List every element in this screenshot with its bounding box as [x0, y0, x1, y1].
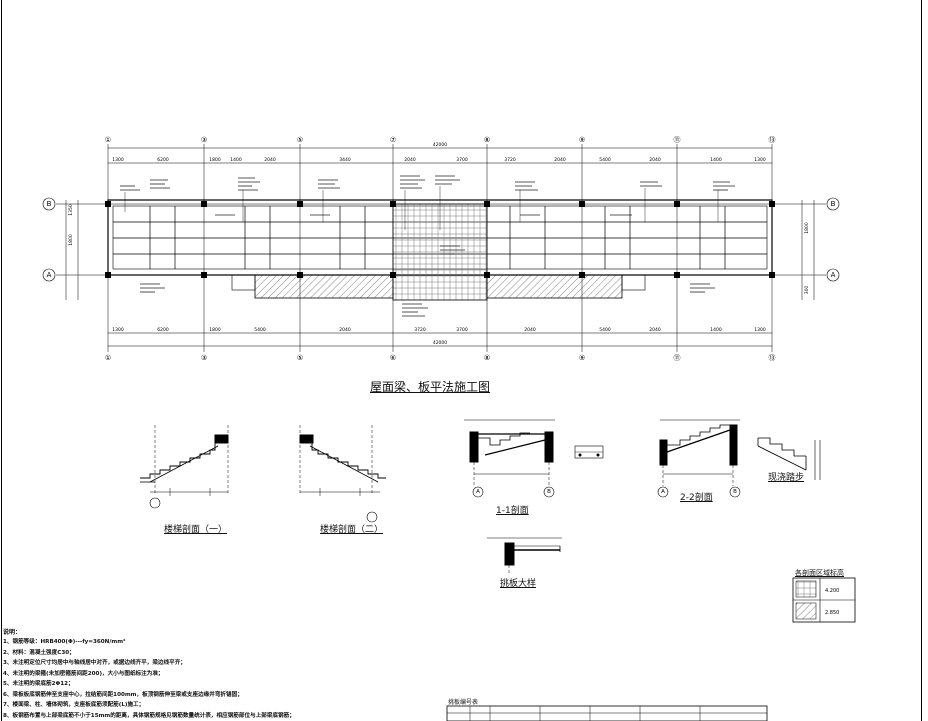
dim-top-5: 3440	[339, 157, 351, 163]
axis-bubble-a-left: A	[47, 271, 52, 279]
dim-top-13: 1300	[754, 157, 766, 163]
notes-header: 说明：	[3, 629, 22, 636]
dim-bottom-7: 2040	[524, 327, 536, 333]
dim-bottom-1: 6200	[157, 327, 169, 333]
dim-top-2: 1800	[209, 157, 221, 163]
dim-bottom-2: 1800	[209, 327, 221, 333]
legend-title: 各剖面区域标高	[795, 569, 844, 577]
dim-bottom-3: 5400	[254, 327, 266, 333]
stair-2-caption: 楼梯剖面（二）	[320, 525, 384, 535]
overhang-detail	[487, 537, 562, 575]
slab-schedule-table	[446, 705, 768, 721]
note-line-6: 6、梁板板底钢筋伸至支座中心，拉结筋间距100mm，板顶钢筋伸至梁或支座边缘并弯…	[3, 691, 243, 698]
cast-step-caption: 现浇踏步	[768, 473, 805, 483]
cast-step-detail	[757, 437, 821, 480]
axis-bubble-a-right: A	[831, 271, 836, 279]
floor-plan: 1300 6200 1800 1400 2040 3440 2040 3700 …	[42, 136, 840, 362]
axis-bubble-b-right: B	[831, 200, 836, 208]
grid-bubble-top-3: ③	[201, 136, 207, 144]
section-1-1	[464, 419, 604, 498]
dim-bottom-9: 2040	[649, 327, 661, 333]
legend-value-1: 4.200	[825, 588, 839, 594]
note-line-7: 7、楼面梁、柱、墙体砌筑，支座板底筋须配筋(L)施工；	[3, 702, 145, 708]
section-2-caption: 2-2剖面	[680, 493, 713, 503]
grid-bubble-bottom-6: ⑥	[390, 354, 396, 362]
section-1-axis-a: A	[476, 489, 480, 495]
dim-top-11: 2040	[649, 157, 661, 163]
dim-top-10: 5400	[599, 157, 611, 163]
section-2-axis-a: A	[661, 489, 665, 495]
grid-bubble-top-5: ⑤	[297, 136, 303, 144]
dim-bottom-11: 1300	[754, 327, 766, 333]
section-2-axis-b: B	[733, 489, 737, 495]
side-dim-2: 1800	[804, 222, 810, 234]
grid-bubble-bottom-9: ⑨	[579, 354, 585, 362]
stair-section-2	[299, 425, 386, 523]
dim-top-12: 1400	[710, 157, 722, 163]
side-dim-0: 1350	[68, 204, 74, 216]
axis-bubble-b-left: B	[47, 200, 52, 208]
note-line-8: 8、板钢筋布置与上部梁底筋不小于15mm的距离，具体钢筋规格见钢筋数量统计表，相…	[3, 712, 295, 719]
dim-bottom-10: 1400	[710, 327, 722, 333]
dim-top-8: 3720	[504, 157, 516, 163]
grid-bubble-bottom-11: ⑪	[674, 354, 681, 362]
grid-bubble-bottom-13: ⑬	[769, 354, 776, 362]
note-line-5: 5、未注明的梁底筋2Φ12；	[3, 681, 74, 687]
dim-total-bottom: 42000	[433, 340, 447, 346]
dim-bottom-4: 2040	[339, 327, 351, 333]
legend-value-2: 2.850	[825, 610, 839, 616]
grid-bubble-top-7: ⑦	[390, 136, 396, 144]
note-line-2: 2、材料：混凝土强度C30；	[3, 649, 75, 656]
dim-top-6: 2040	[404, 157, 416, 163]
side-dim-3: 300	[804, 286, 810, 295]
main-plan-title: 屋面梁、板平法施工图	[370, 380, 491, 394]
dim-top-0: 1300	[112, 157, 124, 163]
side-dim-1: 1800	[68, 234, 74, 246]
dim-top-9: 2040	[554, 157, 566, 163]
dim-bottom-5: 3720	[414, 327, 426, 333]
grid-bubble-bottom-5: ⑤	[297, 354, 303, 362]
dim-bottom-6: 3700	[456, 327, 468, 333]
section-1-axis-b: B	[547, 489, 551, 495]
dim-top-3: 1400	[230, 157, 242, 163]
grid-bubble-top-1: ①	[105, 136, 111, 144]
dim-top-7: 3700	[456, 157, 468, 163]
section-1-caption: 1-1剖面	[496, 506, 529, 516]
stair-1-caption: 楼梯剖面（一）	[164, 525, 228, 535]
overhang-caption: 挑板大样	[500, 579, 537, 589]
dim-bottom-0: 1300	[112, 327, 124, 333]
dim-top-4: 2040	[264, 157, 276, 163]
note-line-1: 1、钢筋等级：HRB400(Φ)---fy=360N/mm²	[3, 639, 126, 645]
dim-top-1: 6200	[157, 157, 169, 163]
general-notes: 说明： 1、钢筋等级：HRB400(Φ)---fy=360N/mm² 2、材料：…	[3, 628, 443, 721]
stair-section-1	[140, 425, 229, 509]
grid-bubble-bottom-1: ①	[105, 354, 111, 362]
grid-bubble-bottom-3: ③	[201, 354, 207, 362]
grid-bubble-top-11: ⑪	[674, 136, 681, 144]
table-title: 挑板编号表	[448, 699, 479, 706]
note-line-4: 4、未注明的梁箍(未加密箍筋间距200)，大小与图纸标注为准；	[3, 670, 164, 677]
elevation-legend	[792, 577, 856, 623]
grid-bubble-top-8: ⑧	[484, 136, 490, 144]
grid-bubble-top-9: ⑨	[579, 136, 585, 144]
grid-bubble-bottom-8: ⑧	[484, 354, 490, 362]
grid-bubble-top-13: ⑬	[769, 136, 776, 144]
dim-total-top: 42000	[433, 142, 447, 148]
dim-bottom-8: 5400	[599, 327, 611, 333]
section-2-2	[657, 419, 741, 498]
note-line-3: 3、未注明定位尺寸均居中与轴线居中对齐，或据边线齐平，梁边线平齐；	[3, 660, 186, 666]
